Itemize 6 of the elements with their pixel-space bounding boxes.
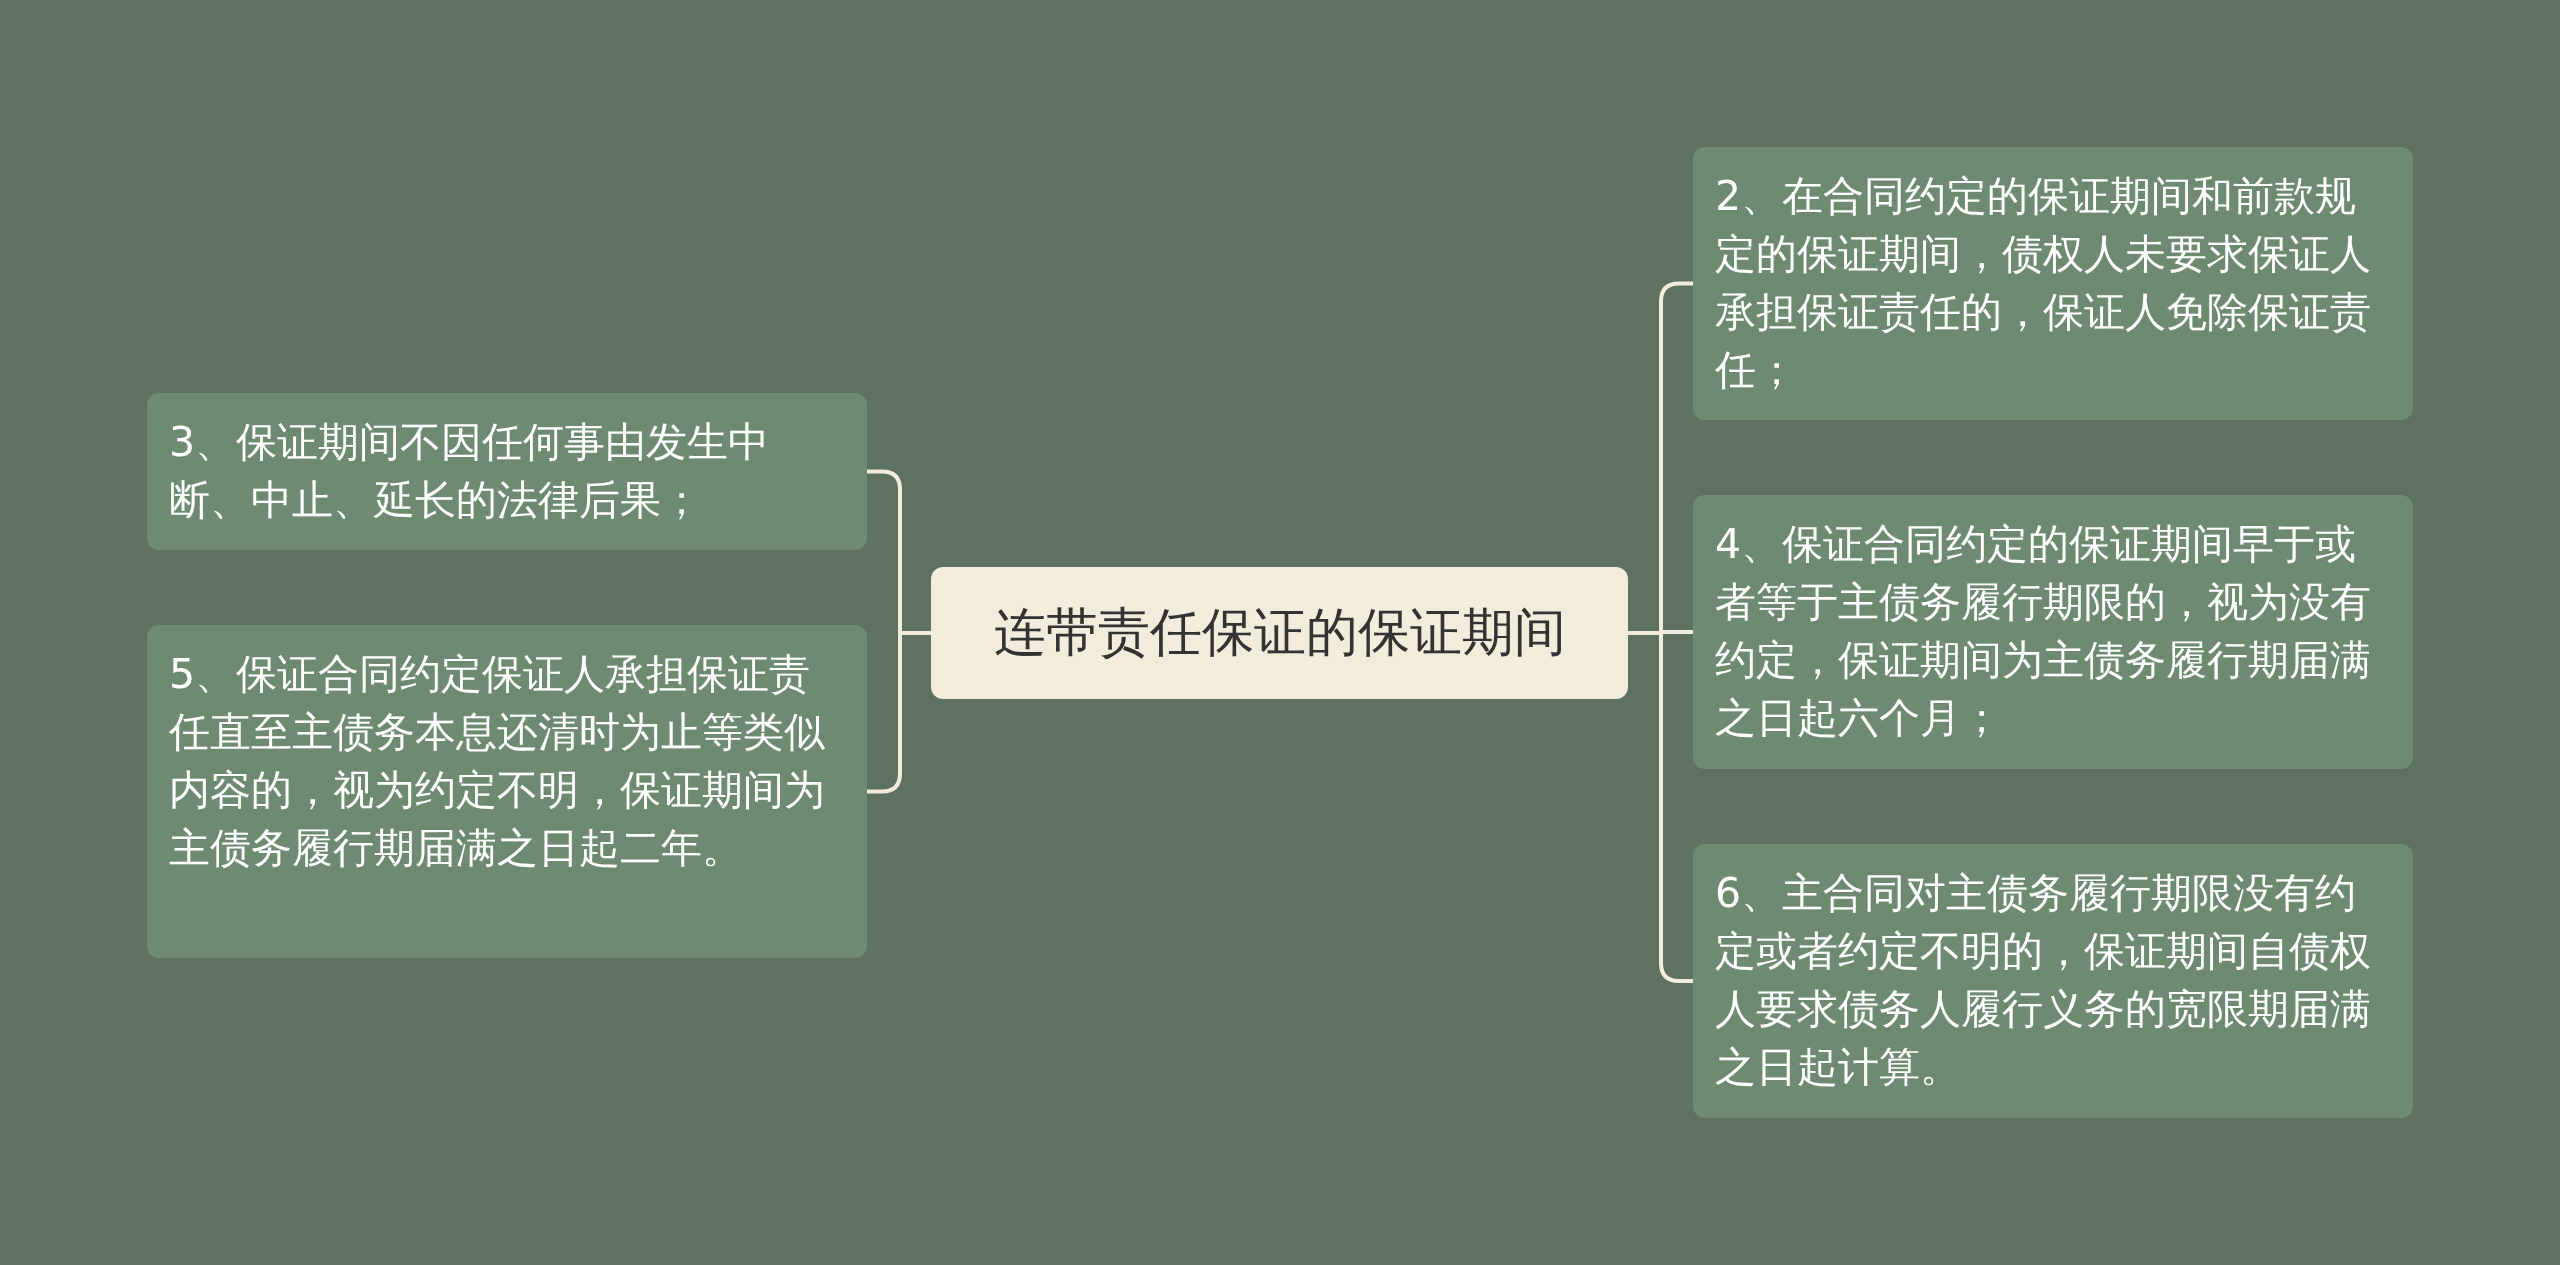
text-box: 5、保证合同约定保证人承担保证责任直至主债务本息还清时为止等类似内容的，视为约定不明，保证期间为主债务履行期届满之日起二年。	[147, 625, 867, 958]
topic-box: 连带责任保证的保证期间	[931, 567, 1628, 699]
text-box: 3、保证期间不因任何事由发生中断、中止、延长的法律后果；	[147, 393, 867, 550]
text-box: 4、保证合同约定的保证期间早于或者等于主债务履行期限的，视为没有约定，保证期间为主债务履行期届满之日起六个月；	[1693, 495, 2413, 769]
text-box: 6、主合同对主债务履行期限没有约定或者约定不明的，保证期间自债权人要求债务人履行义务的宽限期届满之日起计算。	[1693, 844, 2413, 1118]
text-box: 2、在合同约定的保证期间和前款规定的保证期间，债权人未要求保证人承担保证责任的，保证人免除保证责任；	[1693, 147, 2413, 420]
